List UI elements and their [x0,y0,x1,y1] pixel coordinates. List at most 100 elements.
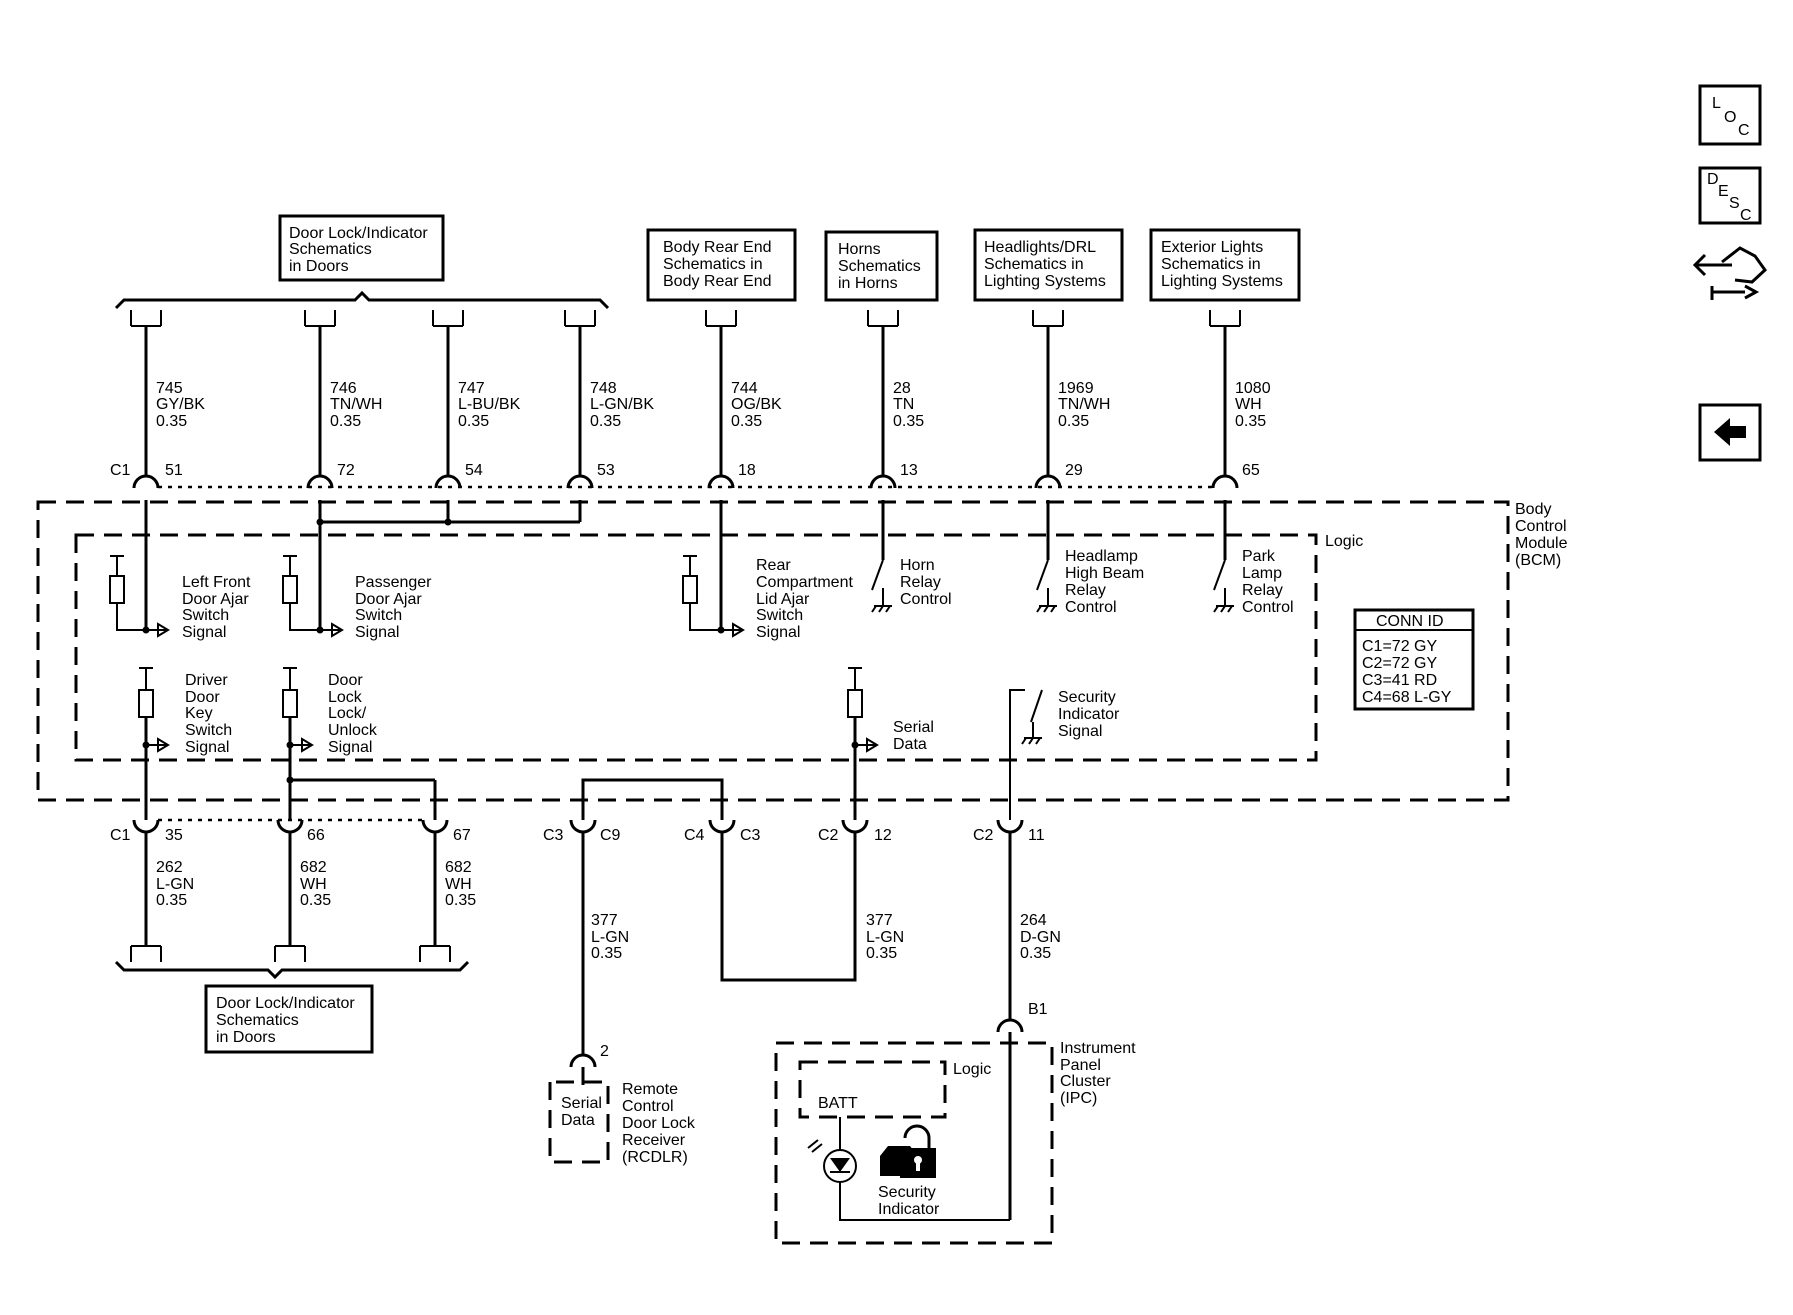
ref-door-lock-top[interactable]: Door Lock/Indicator Schematics in Doors [278,214,445,282]
svg-text:Body Rear End: Body Rear End [663,239,772,256]
svg-text:C: C [1740,207,1752,224]
svg-text:TN/WH: TN/WH [1058,396,1110,413]
svg-text:Module: Module [1515,535,1568,552]
wire-label-682a: 682 WH 0.35 [300,859,331,909]
svg-text:L-GN: L-GN [866,929,904,946]
svg-text:0.35: 0.35 [156,892,187,909]
headlamp-relay-circuit: Headlamp High Beam Relay Control [1036,548,1144,616]
svg-text:0.35: 0.35 [300,892,331,909]
brace-top [114,290,610,310]
wire-label-746: 746 TN/WH 0.35 [330,380,382,430]
svg-text:0.35: 0.35 [866,945,897,962]
svg-text:Control: Control [1242,599,1294,616]
svg-text:Lock: Lock [328,689,363,706]
svg-text:(IPC): (IPC) [1060,1090,1097,1107]
serial-loop [581,778,724,820]
svg-text:C2=72 GY: C2=72 GY [1362,655,1437,672]
svg-text:Panel: Panel [1060,1057,1101,1074]
brace-bottom [114,960,470,980]
svg-text:(BCM): (BCM) [1515,552,1561,569]
svg-text:D-GN: D-GN [1020,929,1061,946]
pin-66: 66 [307,827,325,844]
svg-text:C3=41 RD: C3=41 RD [1362,672,1437,689]
ref-horns[interactable]: Horns Schematics in Horns [824,230,939,302]
svg-text:Serial: Serial [561,1095,602,1112]
svg-text:Door Lock: Door Lock [622,1115,696,1132]
ref-headlights[interactable]: Headlights/DRL Schematics in Lighting Sy… [973,228,1124,302]
svg-text:Lock/: Lock/ [328,705,367,722]
pass-door-ajar-circuit: Passenger Door Ajar Switch Signal [282,555,432,641]
top-pins [132,474,1239,489]
svg-text:Signal: Signal [182,624,226,641]
pin-29: 29 [1065,462,1083,479]
security-indicator-circuit: Security Indicator Signal [1009,689,1120,820]
back-button[interactable] [1698,403,1762,462]
svg-text:0.35: 0.35 [1058,413,1089,430]
wire-label-264: 264 D-GN 0.35 [1020,912,1061,962]
svg-text:Signal: Signal [355,624,399,641]
pin-13: 13 [900,462,918,479]
svg-text:0.35: 0.35 [591,945,622,962]
svg-text:BATT: BATT [818,1095,858,1112]
ref-door-lock-bottom[interactable]: Door Lock/Indicator Schematics in Doors [204,984,374,1054]
svg-text:WH: WH [300,876,327,893]
pin-18: 18 [738,462,756,479]
ref-body-rear[interactable]: Body Rear End Schematics in Body Rear En… [646,228,797,302]
svg-text:CONN ID: CONN ID [1376,613,1444,630]
svg-text:Control: Control [1515,518,1567,535]
back-arrow-icon [1714,418,1746,446]
svg-text:Instrument: Instrument [1060,1040,1136,1057]
desc-button[interactable]: D E S C [1698,166,1762,225]
internal-bus-top [316,500,582,526]
security-car-lock-icon [880,1124,936,1178]
svg-text:Control: Control [622,1098,674,1115]
svg-text:Lighting Systems: Lighting Systems [1161,273,1283,290]
svg-text:Switch: Switch [182,607,229,624]
svg-text:GY/BK: GY/BK [156,396,205,413]
wire-label-28: 28 TN 0.35 [893,380,924,430]
svg-text:Schematics: Schematics [838,258,921,275]
svg-text:in Horns: in Horns [838,275,898,292]
svg-text:747: 747 [458,380,485,397]
wire-label-377b: 377 L-GN 0.35 [866,912,904,962]
conn-id-box: CONN ID C1=72 GY C2=72 GY C3=41 RD C4=68… [1353,608,1475,711]
loc-button[interactable]: L O C [1698,84,1762,146]
horn-relay-circuit: Horn Relay Control [871,557,952,613]
bottom-wire-lines [144,832,1012,1055]
bcm-logic-outline [74,533,1318,762]
svg-text:1080: 1080 [1235,380,1271,397]
ref-exterior-lights[interactable]: Exterior Lights Schematics in Lighting S… [1149,228,1301,302]
svg-text:C1=72 GY: C1=72 GY [1362,638,1437,655]
ipc-module: B1 Instrument Panel Cluster (IPC) Logic … [774,1001,1136,1245]
svg-text:682: 682 [300,859,327,876]
svg-text:C: C [1738,122,1750,139]
park-lamp-relay-circuit: Park Lamp Relay Control [1213,548,1294,616]
wire-label-747: 747 L-BU/BK 0.35 [458,380,521,430]
pin-65: 65 [1242,462,1260,479]
pin-11: 11 [1028,827,1045,844]
svg-text:Door: Door [185,689,220,706]
internal-wires [144,500,1227,630]
pin-54: 54 [465,462,483,479]
svg-text:Compartment: Compartment [756,574,853,591]
conn-label-c4: C4 [684,827,705,844]
svg-text:S: S [1729,195,1740,212]
svg-text:Indicator: Indicator [1058,706,1120,723]
svg-text:Switch: Switch [355,607,402,624]
connector-swap-icon[interactable] [1692,246,1767,300]
svg-text:WH: WH [445,876,472,893]
svg-text:Schematics in: Schematics in [663,256,763,273]
svg-text:D: D [1707,171,1719,188]
svg-text:in Doors: in Doors [216,1029,276,1046]
svg-text:TN: TN [893,396,914,413]
serial-data-circuit: Serial Data [847,667,934,820]
svg-text:Control: Control [900,591,952,608]
svg-text:377: 377 [866,912,893,929]
svg-text:Receiver: Receiver [622,1132,686,1149]
conn-label-c1-top: C1 [110,462,131,479]
svg-text:0.35: 0.35 [1020,945,1051,962]
bcm-logic-label: Logic [1325,533,1363,550]
svg-text:Key: Key [185,705,213,722]
wire-label-1080: 1080 WH 0.35 [1235,380,1271,430]
svg-text:Left Front: Left Front [182,574,251,591]
